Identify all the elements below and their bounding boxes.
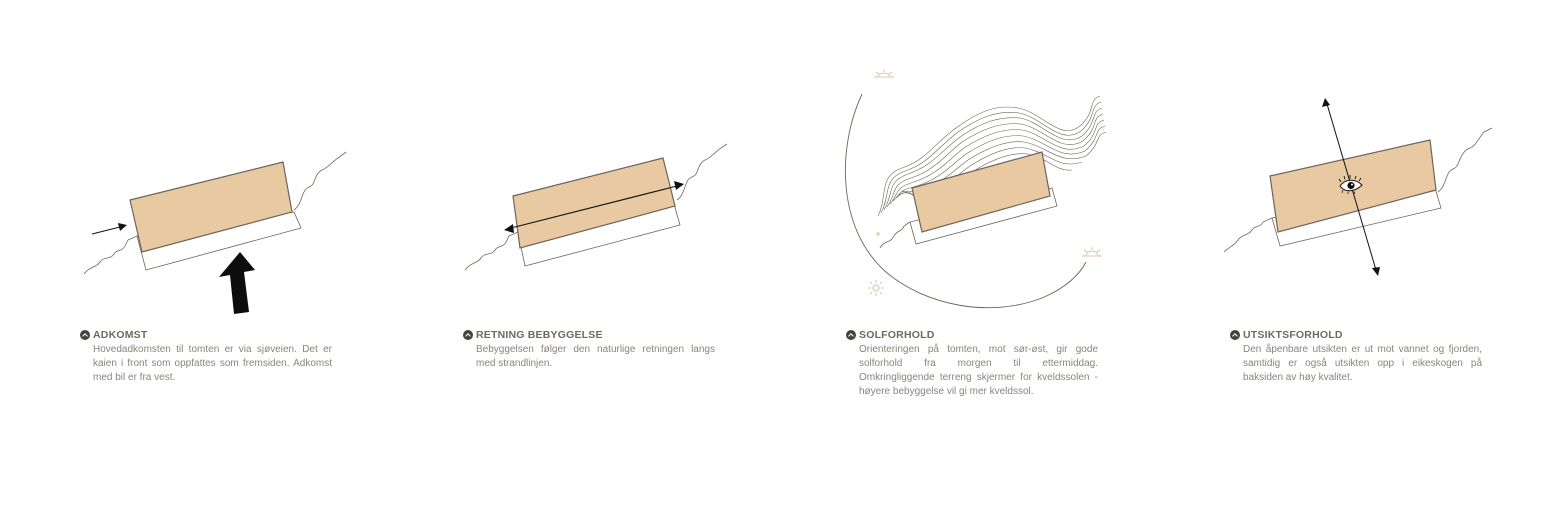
chevron-up-icon — [80, 330, 90, 340]
shoreline — [1437, 127, 1493, 193]
building-footprint — [911, 151, 1051, 233]
caption-utsiktsforhold: UTSIKTSFORHOLD Den åpenbare utsikten er … — [1230, 328, 1482, 385]
caption-title: SOLFORHOLD — [859, 329, 935, 341]
shoreline — [676, 143, 728, 201]
chevron-up-icon — [846, 330, 856, 340]
sun-icon-noon — [874, 69, 894, 78]
panel-adkomst: ADKOMST Hovedadkomsten til tomten er via… — [0, 0, 380, 512]
sun-icon-evening — [1082, 247, 1102, 257]
caption-text: Orienteringen på tomten, mot sør-øst, gi… — [859, 344, 1098, 397]
caption-title: ADKOMST — [93, 329, 148, 341]
direction-diagram — [464, 143, 728, 271]
panel-solforhold: SOLFORHOLD Orienteringen på tomten, mot … — [766, 0, 1146, 512]
chevron-up-icon — [1230, 330, 1240, 340]
caption-title: UTSIKTSFORHOLD — [1243, 329, 1343, 341]
sun-dot — [876, 232, 880, 236]
panel-utsiktsforhold: UTSIKTSFORHOLD Den åpenbare utsikten er … — [1150, 0, 1530, 512]
caption-text: Hovedadkomsten til tomten er via sjøveie… — [93, 344, 332, 383]
shoreline — [879, 221, 911, 249]
car-access-arrow — [91, 223, 127, 235]
sun-diagram — [844, 69, 1107, 309]
main-access-arrow — [219, 252, 255, 314]
caption-retning: RETNING BEBYGGELSE Bebyggelsen følger de… — [463, 328, 715, 371]
shoreline — [464, 231, 519, 271]
caption-adkomst: ADKOMST Hovedadkomsten til tomten er via… — [80, 328, 332, 385]
chevron-up-icon — [463, 330, 473, 340]
building-footprint — [129, 161, 293, 253]
eye-icon — [1338, 175, 1363, 195]
shoreline — [83, 235, 138, 275]
view-diagram — [1223, 98, 1493, 276]
sun-icon-morning — [868, 280, 884, 296]
shoreline — [293, 151, 347, 211]
access-diagram — [83, 151, 347, 314]
building-footprint — [512, 157, 676, 249]
shoreline — [1223, 217, 1273, 253]
caption-title: RETNING BEBYGGELSE — [476, 329, 603, 341]
sun-path-arc — [844, 93, 1087, 309]
panel-retning: RETNING BEBYGGELSE Bebyggelsen følger de… — [383, 0, 763, 512]
caption-text: Bebyggelsen følger den naturlige retning… — [476, 344, 715, 369]
caption-solforhold: SOLFORHOLD Orienteringen på tomten, mot … — [846, 328, 1098, 399]
caption-text: Den åpenbare utsikten er ut mot vannet o… — [1243, 344, 1482, 383]
direction-arrow — [504, 181, 684, 233]
